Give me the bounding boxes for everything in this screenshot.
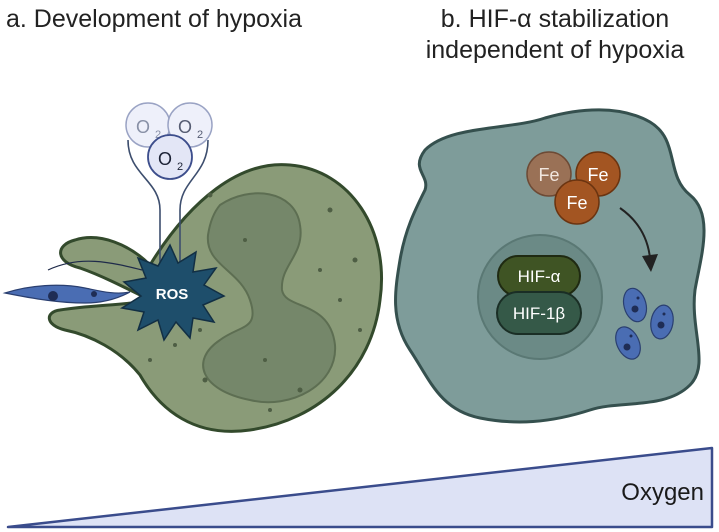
oxygen-subscript: 2 <box>155 129 161 141</box>
iron-atom: Fe <box>526 151 572 197</box>
granule <box>297 387 303 393</box>
ros-burst: ROS <box>119 243 226 342</box>
iron-cluster: Fe Fe Fe <box>526 151 621 225</box>
amastigote <box>615 326 641 360</box>
hif-beta-pill: HIF-1β <box>496 291 582 335</box>
ros-label: ROS <box>156 286 189 303</box>
granule <box>148 358 152 362</box>
panel-a-title: a. Development of hypoxia <box>6 5 303 33</box>
oxygen-subscript: 2 <box>177 161 183 173</box>
amastigote <box>622 287 648 323</box>
oxygen-label: O <box>158 149 172 169</box>
parasite <box>2 260 143 304</box>
oxygen-label: O <box>136 117 150 137</box>
neutrophil-nucleus <box>202 192 337 404</box>
oxygen-molecule: O 2 <box>125 102 171 148</box>
oxygen-label: O <box>178 117 192 137</box>
granule <box>352 257 358 263</box>
iron-label: Fe <box>587 165 608 185</box>
granule <box>338 298 342 302</box>
granule <box>327 207 333 213</box>
granule <box>173 343 177 347</box>
granule <box>207 192 213 198</box>
granule <box>243 238 247 242</box>
granule <box>263 358 267 362</box>
panel-b-title-line2: independent of hypoxia <box>425 36 685 64</box>
granule <box>358 328 362 332</box>
granule <box>318 268 322 272</box>
granule <box>268 408 272 412</box>
oxygen-channel <box>127 139 209 265</box>
amastigote <box>650 304 674 340</box>
iron-label: Fe <box>566 193 587 213</box>
granule <box>198 328 202 332</box>
granule <box>202 377 208 383</box>
iron-label: Fe <box>538 165 559 185</box>
oxygen-molecule: O 2 <box>147 134 193 180</box>
hif-alpha-pill: HIF-α <box>497 255 581 297</box>
panel-b-title: b. HIF-α stabilization independent of hy… <box>405 4 705 66</box>
panel-b-title-line1: b. HIF-α stabilization <box>440 5 670 33</box>
amastigote-cluster <box>615 287 674 360</box>
oxygen-cluster: O 2 O 2 O 2 <box>125 102 213 180</box>
iron-atom: Fe <box>554 179 600 225</box>
arrow-icon <box>619 207 658 272</box>
hif-beta-label: HIF-1β <box>513 304 566 323</box>
oxygen-subscript: 2 <box>197 129 203 141</box>
oxygen-gradient: Oxygen <box>6 446 714 529</box>
hif-alpha-label: HIF-α <box>518 267 561 286</box>
oxygen-gradient-label: Oxygen <box>621 479 704 506</box>
